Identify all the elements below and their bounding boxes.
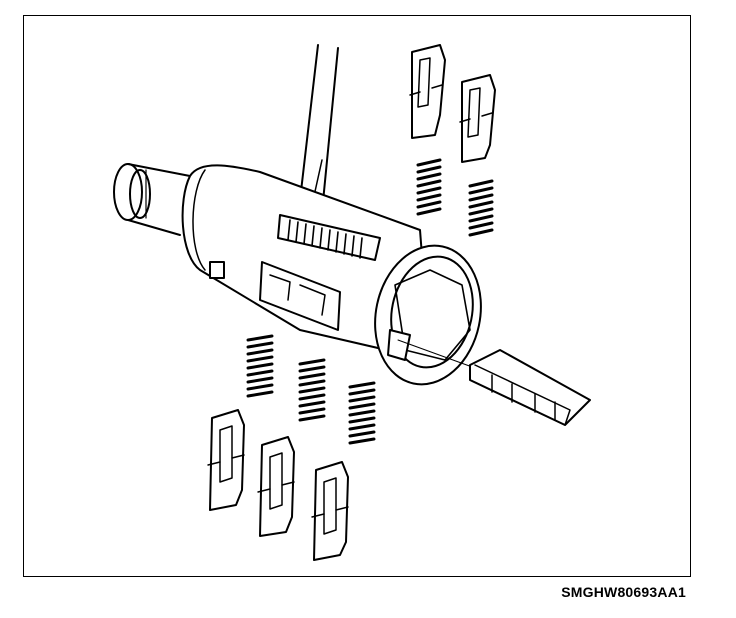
tumbler (459, 74, 496, 163)
tumbler-spring (348, 381, 376, 445)
screwdriver (299, 44, 339, 213)
figure-code: SMGHW80693AA1 (561, 584, 686, 600)
lock-cylinder-body (113, 163, 482, 386)
tumbler-spring (298, 358, 326, 422)
tumbler (409, 44, 446, 139)
tumbler (311, 461, 349, 561)
tumbler (207, 409, 245, 511)
tumbler (257, 436, 295, 537)
tumbler-spring (468, 179, 494, 237)
tumbler-spring (416, 158, 442, 216)
retainer-bar (469, 349, 591, 426)
tumbler-spring (246, 334, 274, 398)
